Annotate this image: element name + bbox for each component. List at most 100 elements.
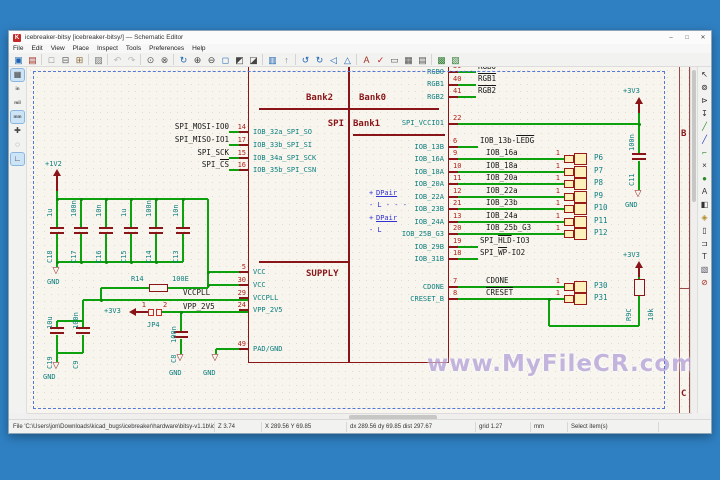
wire [207,199,209,288]
redo-icon[interactable]: ↷ [127,54,136,65]
connector-pin-pad [564,230,574,238]
wire [458,246,478,248]
global-label-icon[interactable]: ◧ [700,200,709,209]
net-label-icon[interactable]: A [701,187,708,196]
junction-icon[interactable]: ● [702,174,707,183]
schematic-label: 1 [555,174,560,182]
draw-wire-icon[interactable]: ╱ [702,122,707,131]
print-icon[interactable]: ⊟ [61,54,70,65]
menu-tools[interactable]: Tools [125,45,142,52]
no-connect-icon[interactable]: × [702,161,707,170]
mirror-h-icon[interactable]: ◁ [330,54,337,65]
hierarchical-sheet-icon[interactable]: ▯ [702,226,707,235]
edit-fields-icon[interactable]: ▦ [404,54,413,65]
hidden-pins-icon[interactable]: ◌ [15,140,20,149]
minimize-button[interactable]: – [669,34,673,41]
sheet-pin-icon[interactable]: ⊐ [701,239,708,248]
horizontal-scrollbar[interactable] [27,413,692,421]
status-cursor-position: X 289.56 Y 69.85 [261,421,346,432]
undo-icon[interactable]: ↶ [113,54,122,65]
titlebar[interactable]: K icebreaker-bitsy [icebreaker-bitsy/] —… [9,31,711,45]
open-pcbnew-icon[interactable]: ▩ [437,54,446,65]
schematic-label: P12 [594,228,608,237]
schematic-label: GND [47,278,60,286]
cursor-shape-icon[interactable]: ✚ [14,126,21,135]
status-extra [658,421,711,432]
text-icon[interactable]: T [702,252,707,261]
units-mils-icon[interactable]: mil [14,100,21,105]
schematic-label: RGB0 [478,67,496,72]
schematic-label: B [681,129,687,139]
close-button[interactable]: ✕ [700,34,706,41]
free-angle-icon[interactable]: ∟ [10,152,25,166]
schematic-label: 18 [453,249,462,257]
menu-inspect[interactable]: Inspect [96,45,118,52]
grid-toggle-icon[interactable]: ▦ [10,68,25,82]
zoom-out-icon[interactable]: ⊖ [207,54,216,65]
units-inches-icon[interactable]: in [15,86,20,91]
place-symbol-icon[interactable]: ⊳ [701,96,708,105]
annotate-icon[interactable]: A [363,54,370,65]
highlight-net-icon[interactable]: ⊚ [701,83,708,92]
assign-footprints-icon[interactable]: ▭ [390,54,399,65]
schematic-label: C [681,389,687,399]
schematic-label: 30 [237,276,246,284]
hierarchy-navigator-icon[interactable]: ▥ [268,54,277,65]
units-mm-icon[interactable]: mm [10,110,25,124]
zoom-objects-icon[interactable]: ◪ [249,54,258,65]
zoom-in-icon[interactable]: ⊕ [193,54,202,65]
vertical-scroll-thumb[interactable] [692,70,696,202]
hierarchical-label-icon[interactable]: ◈ [701,213,708,222]
sync-board-icon[interactable]: ▧ [451,54,460,65]
plot-icon[interactable]: ⊞ [75,54,84,65]
menu-view[interactable]: View [50,45,65,52]
junction-dot [179,310,183,314]
symbol-section-line [259,108,439,110]
maximize-button[interactable]: □ [685,34,689,41]
menu-place[interactable]: Place [72,45,89,52]
wire [57,261,183,263]
wire [215,349,217,354]
menu-preferences[interactable]: Preferences [149,45,185,52]
wire [56,353,58,362]
find-icon[interactable]: ⊙ [146,54,155,65]
zoom-fit-icon[interactable]: ◻ [221,54,230,65]
leave-sheet-icon[interactable]: ↑ [284,54,289,65]
pin-stub [638,268,640,277]
rotate-ccw-icon[interactable]: ↺ [301,54,310,65]
horizontal-scroll-thumb[interactable] [349,415,437,420]
place-power-port-icon[interactable]: ↧ [701,109,708,118]
new-sheet-icon[interactable]: □ [48,54,55,65]
paste-icon[interactable]: ▨ [94,54,103,65]
schematic-label: IOB_33b_SPI_SI [253,141,313,149]
junction-dot [55,260,59,264]
schematic-label: IOB_29B [414,243,444,251]
save-icon[interactable]: ▣ [14,54,23,65]
mirror-v-icon[interactable]: △ [344,54,351,65]
connector-body [574,178,587,190]
pin-stub [449,286,458,288]
delete-tool-icon[interactable]: ⊘ [701,278,708,287]
draw-bus-icon[interactable]: ╱ [702,135,707,144]
schematic-label: 14 [237,123,246,131]
vertical-scrollbar[interactable] [690,67,697,413]
find-replace-icon[interactable]: ⊗ [160,54,169,65]
schematic-setup-icon[interactable]: ▤ [28,54,37,65]
connector-body [574,166,587,178]
menu-edit[interactable]: Edit [31,45,43,52]
select-tool-icon[interactable]: ↖ [701,70,708,79]
junction-dot [104,197,108,201]
rotate-cw-icon[interactable]: ↻ [315,54,324,65]
bom-icon[interactable]: ▤ [418,54,427,65]
menu-file[interactable]: File [13,45,24,52]
erc-icon[interactable]: ✓ [376,54,385,65]
image-icon[interactable]: ▧ [700,265,709,274]
wire-to-bus-entry-icon[interactable]: ⌐ [702,148,707,157]
zoom-selection-icon[interactable]: ◩ [235,54,244,65]
schematic-label: 16 [237,161,246,169]
menu-help[interactable]: Help [192,45,206,52]
refresh-icon[interactable]: ↻ [179,54,188,65]
capacitor-plate [124,227,138,229]
wire [458,171,564,173]
